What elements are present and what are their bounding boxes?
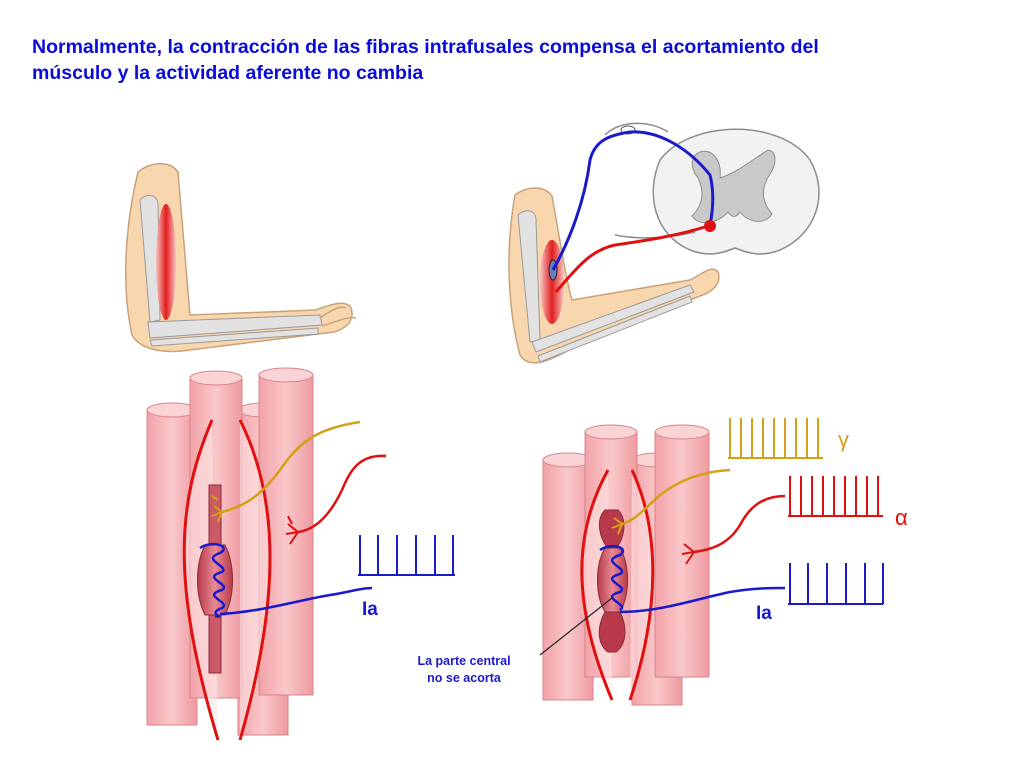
label-gamma: γ (838, 427, 849, 452)
left-ia-spike-train (358, 535, 455, 576)
left-fiber-4-top (258, 367, 314, 383)
right-ia-afferent-nerve (619, 586, 786, 614)
alpha-motor-pathway (554, 224, 709, 293)
left-ia-annulospiral (199, 542, 226, 618)
right-fiber-4-top (654, 424, 710, 440)
label-ia-right: Ia (756, 603, 772, 624)
slide-title: Normalmente, la contracción de las fibra… (32, 34, 992, 86)
left-ia-afferent-nerve (219, 586, 373, 616)
right-ia-annulospiral (599, 544, 625, 612)
title-line-2: músculo y la actividad aferente no cambi… (32, 62, 424, 84)
left-gamma-endings (211, 495, 223, 523)
dorsal-root (604, 122, 669, 136)
right-gamma-nerve (621, 468, 731, 526)
left-biceps (156, 204, 176, 320)
left-alpha-endings (285, 515, 299, 545)
right-forearm-bones (531, 284, 695, 363)
right-biceps (540, 240, 564, 324)
afferent-ia-pathway (551, 130, 715, 271)
caption-central-line-2: no se acorta (427, 671, 502, 685)
label-ia-left: Ia (362, 599, 378, 620)
caption-central-line-1: La parte central (417, 654, 510, 668)
gamma-spike-train (728, 418, 823, 459)
spinal-cord (551, 122, 820, 293)
right-muscle-block (539, 424, 786, 706)
label-alpha: α (895, 505, 908, 530)
left-fiber-3-top (189, 370, 243, 386)
right-intrafusal-lower (598, 611, 626, 653)
right-gamma-endings (611, 517, 623, 535)
central-part-pointer (539, 597, 613, 656)
right-alpha-endings (681, 543, 695, 565)
right-arm (508, 187, 720, 364)
right-alpha-nerve (693, 494, 786, 554)
left-hand (319, 306, 357, 327)
alpha-spike-train (788, 476, 883, 517)
motor-neuron-soma (704, 220, 716, 232)
left-alpha-nerve (297, 454, 387, 534)
right-arm-skin (508, 187, 720, 364)
right-humerus (517, 210, 541, 343)
left-arm-skin (125, 163, 353, 353)
left-arm (125, 163, 357, 353)
right-ia-spike-train (788, 563, 884, 605)
right-fiber-3-top (584, 424, 638, 440)
title-line-1: Normalmente, la contracción de las fibra… (32, 36, 819, 58)
left-forearm-bones (147, 314, 323, 347)
left-muscle-block (146, 367, 387, 741)
left-gamma-nerve (221, 420, 361, 514)
right-extrafusal-fiber-4 (654, 431, 710, 678)
